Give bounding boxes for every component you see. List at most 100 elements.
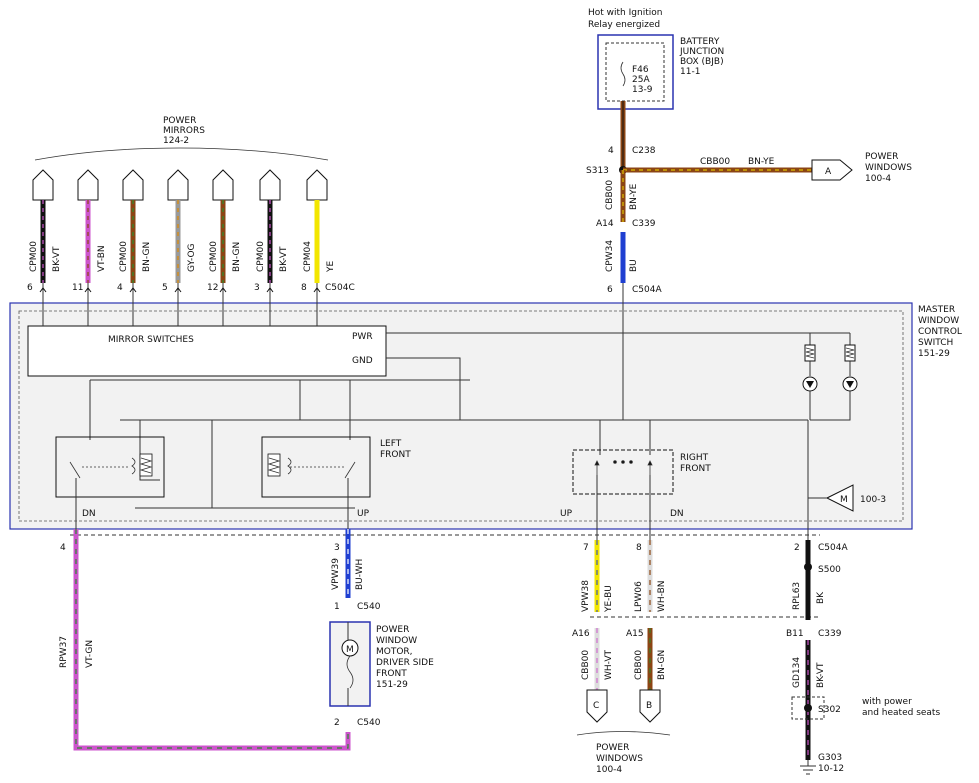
mirror-color-label: GY-OG xyxy=(187,243,197,272)
ground-icon xyxy=(800,760,816,775)
left-front-switch-left xyxy=(55,436,165,498)
power-mirrors-label: POWER MIRRORS 124-2 xyxy=(163,116,205,146)
bk-label: BK xyxy=(816,591,826,604)
cbb00-b-label: CBB00 xyxy=(634,650,644,680)
c339-top-label: C339 xyxy=(632,219,656,229)
vpw39-label: VPW39 xyxy=(331,558,341,590)
mirror-circuit-label: CPM00 xyxy=(119,241,129,272)
svg-text:151-29: 151-29 xyxy=(918,349,950,359)
connector-a: A xyxy=(811,159,853,181)
gnd-label: GND xyxy=(352,356,373,366)
left-up-label: UP xyxy=(357,509,370,519)
window-motor-box xyxy=(329,621,371,707)
mirror-connector: VT-BN 11 xyxy=(72,169,107,326)
svg-text:WINDOWS: WINDOWS xyxy=(865,163,912,173)
cbb00-vert: CBB00 xyxy=(605,180,615,210)
mirror-circuit-label: CPM00 xyxy=(29,241,39,272)
svg-text:FRONT: FRONT xyxy=(380,450,411,460)
power-windows-top-label: POWER WINDOWS 100-4 xyxy=(865,152,912,184)
gd134-label: GD134 xyxy=(792,657,802,688)
motor-icon: M xyxy=(341,622,359,706)
heated-seats-note: with power and heated seats xyxy=(862,697,940,718)
bjb-inner xyxy=(605,42,665,102)
right-dn-label: DN xyxy=(670,509,684,519)
svg-text:WINDOWS: WINDOWS xyxy=(596,754,643,764)
svg-text:POWER: POWER xyxy=(596,743,629,753)
bn-ye-vert: BN-YE xyxy=(629,183,639,210)
c504a-top-pin: 6 xyxy=(607,285,613,295)
bu-wh-label: BU-WH xyxy=(355,559,365,590)
vpw38-pin: 7 xyxy=(583,543,589,553)
mirror-circuit-label: CPM00 xyxy=(256,241,266,272)
mirror-pin-label: 5 xyxy=(162,283,168,293)
s302-label: S302 xyxy=(818,705,841,715)
svg-text:F46: F46 xyxy=(632,65,649,75)
lpw06-pin: 8 xyxy=(636,543,642,553)
bn-gn-label: BN-GN xyxy=(657,650,667,680)
mirrors-bracket xyxy=(34,147,329,161)
bn-ye-top: BN-YE xyxy=(748,157,775,167)
svg-text:C: C xyxy=(593,701,599,711)
power-windows-bottom-label: POWER WINDOWS 100-4 xyxy=(596,743,643,775)
svg-text:G303: G303 xyxy=(818,753,842,763)
cpw34-label: CPW34 xyxy=(605,240,615,272)
g303-label: G303 10-12 xyxy=(818,753,844,774)
mirror-color-label: YE xyxy=(326,261,336,273)
svg-text:JUNCTION: JUNCTION xyxy=(679,47,724,57)
a15-label: A15 xyxy=(626,629,644,639)
mirror-color-label: BN-GN xyxy=(142,242,152,272)
svg-text:FRONT: FRONT xyxy=(376,669,407,679)
svg-text:10-12: 10-12 xyxy=(818,764,844,774)
rpw37-label: RPW37 xyxy=(59,636,69,668)
svg-text:POWER: POWER xyxy=(163,116,196,126)
s302-box xyxy=(791,696,825,720)
svg-text:M: M xyxy=(346,645,354,655)
c540-bottom-label: C540 xyxy=(357,718,381,728)
svg-text:DRIVER SIDE: DRIVER SIDE xyxy=(376,658,434,668)
c540-top-label: C540 xyxy=(357,602,381,612)
a14-label: A14 xyxy=(596,219,614,229)
svg-text:124-2: 124-2 xyxy=(163,136,189,146)
internal-wiring xyxy=(89,332,851,509)
bjb-box xyxy=(597,34,674,110)
svg-text:MIRRORS: MIRRORS xyxy=(163,126,205,136)
pw-bottom-bracket xyxy=(576,731,671,736)
connector-b: B xyxy=(639,689,661,723)
ye-bu-label: YE-BU xyxy=(604,585,614,613)
a16-label: A16 xyxy=(572,629,590,639)
rpl63-label: RPL63 xyxy=(792,582,802,610)
mirror-color-label: BK-VT xyxy=(52,246,62,272)
svg-text:BOX (BJB): BOX (BJB) xyxy=(680,57,724,67)
vt-gn-label: VT-GN xyxy=(85,640,95,668)
mirror-switches-label: MIRROR SWITCHES xyxy=(108,335,194,345)
mirror-connector: GY-OG 5 xyxy=(162,169,197,326)
svg-text:11-1: 11-1 xyxy=(680,67,700,77)
rpw37-pin: 4 xyxy=(60,543,66,553)
mirror-color-label: BN-GN xyxy=(232,242,242,272)
mirror-circuit-label: CPM00 xyxy=(209,241,219,272)
c504a-bottom-pin: 2 xyxy=(794,543,800,553)
mirror-color-label: VT-BN xyxy=(97,245,107,272)
left-front-switch-right xyxy=(261,436,371,498)
svg-text:and heated seats: and heated seats xyxy=(862,708,940,718)
svg-text:151-29: 151-29 xyxy=(376,680,408,690)
cbb00-top: CBB00 xyxy=(700,157,730,167)
mirror-color-label: BK-VT xyxy=(279,246,289,272)
right-up-label: UP xyxy=(560,509,573,519)
mirror-switches-block xyxy=(27,325,387,377)
connector-c: C xyxy=(586,689,608,723)
mirror-pin-label: 11 xyxy=(72,283,83,293)
c504a-top-label: C504A xyxy=(632,285,662,295)
s500-splice xyxy=(804,563,812,571)
c504a-bottom-label: C504A xyxy=(818,543,848,553)
left-front-switch-internals xyxy=(69,453,356,479)
c238-pin: 4 xyxy=(608,146,614,156)
svg-text:WINDOW: WINDOW xyxy=(918,316,959,326)
svg-text:BATTERY: BATTERY xyxy=(680,37,720,47)
wh-bn-label: WH-BN xyxy=(657,581,667,613)
svg-text:B: B xyxy=(646,701,652,711)
illumination-leds xyxy=(802,344,858,421)
